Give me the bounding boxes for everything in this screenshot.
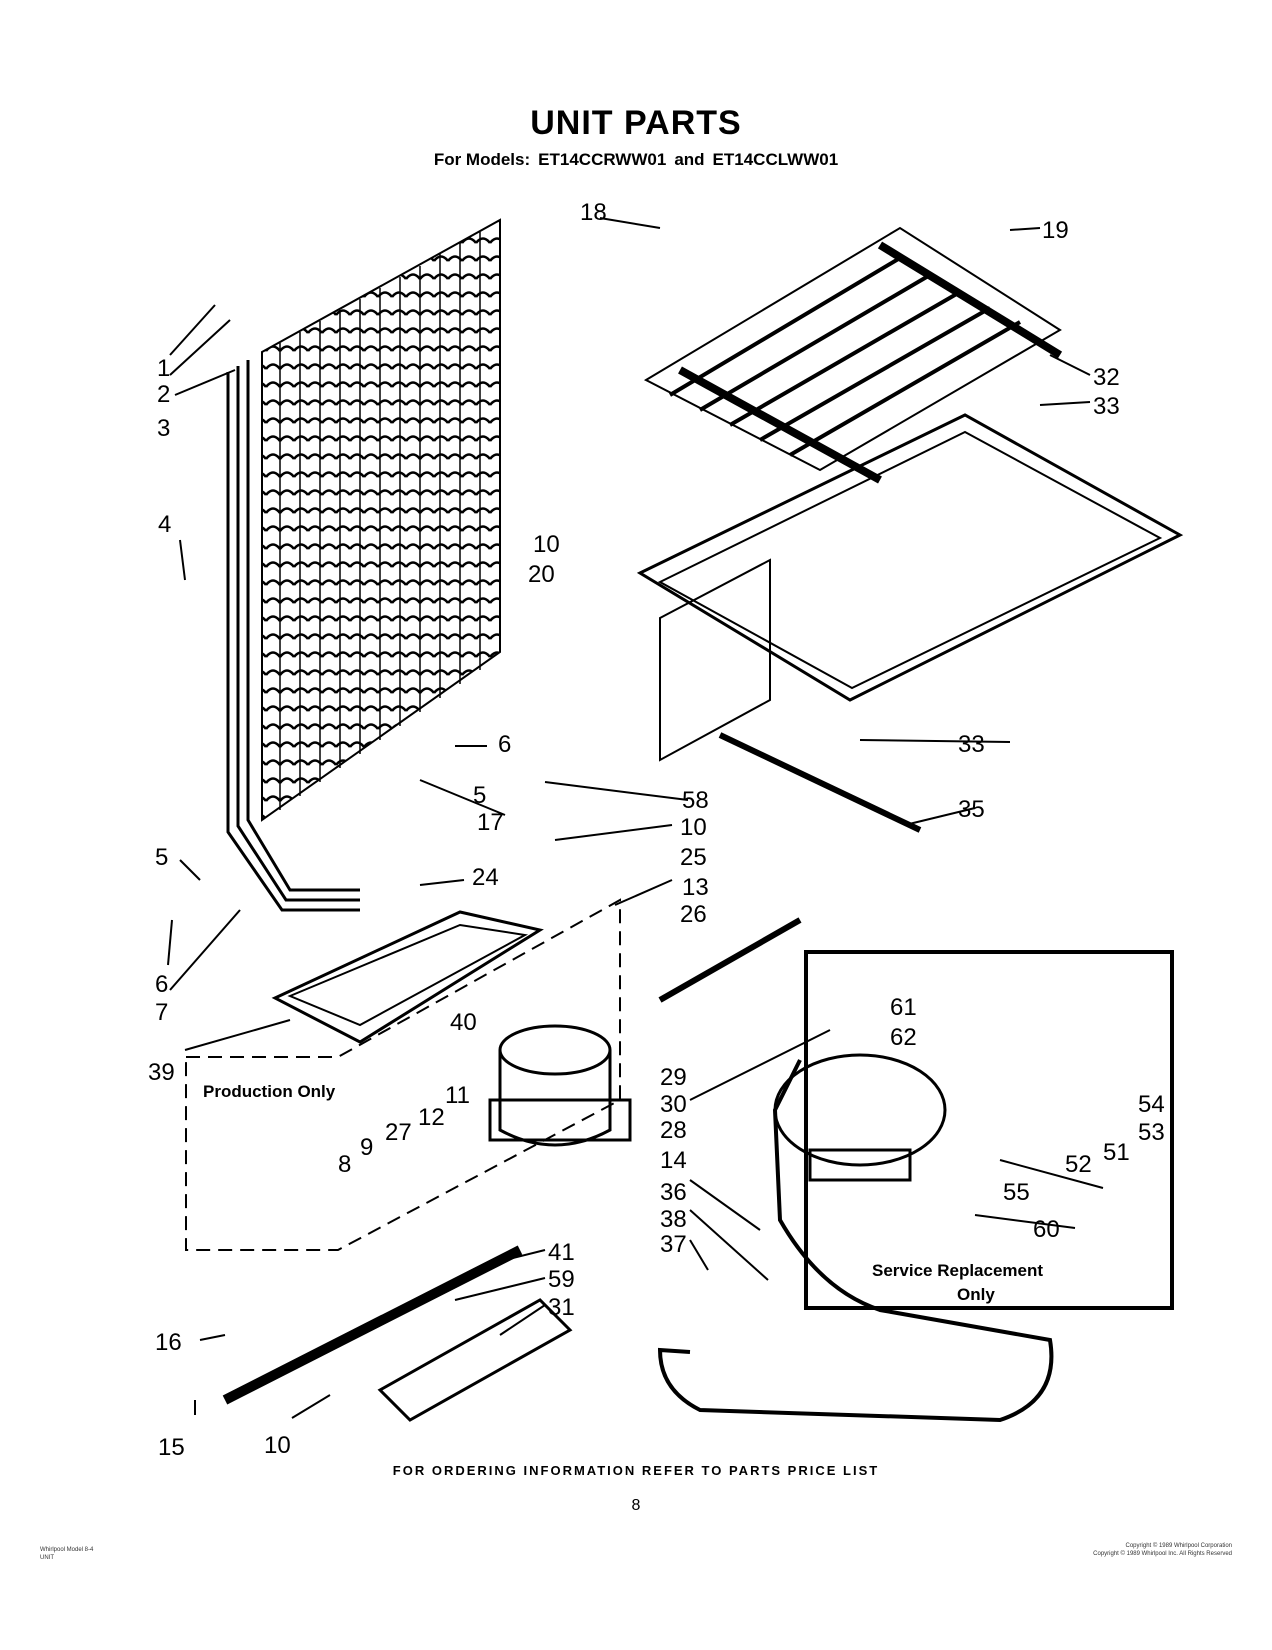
callout-11: 11	[445, 1082, 470, 1109]
callout-61: 61	[890, 994, 917, 1021]
fine-print-right-1: Copyright © 1989 Whirlpool Corporation	[1125, 1543, 1232, 1549]
callout-33b: 33	[958, 731, 985, 758]
callout-19: 19	[1042, 217, 1069, 244]
callout-51: 51	[1103, 1139, 1130, 1166]
evaporator-shelf	[643, 226, 1063, 484]
callout-36: 36	[660, 1179, 687, 1206]
callout-54: 54	[1138, 1091, 1165, 1118]
callout-5a: 5	[473, 782, 486, 809]
ordering-info-footer: FOR ORDERING INFORMATION REFER TO PARTS …	[392, 1463, 880, 1478]
callout-15: 15	[158, 1434, 185, 1461]
callout-60: 60	[1033, 1216, 1060, 1243]
callout-8: 8	[338, 1151, 351, 1178]
freezer-tray	[636, 413, 1184, 833]
callout-16: 16	[155, 1329, 182, 1356]
callout-10b: 10	[680, 814, 707, 841]
fine-print-right-2: Copyright © 1989 Whirlpool Inc. All Righ…	[1093, 1551, 1232, 1557]
compressor-production	[488, 1024, 632, 1147]
callout-27: 27	[385, 1119, 412, 1146]
callout-29: 29	[660, 1064, 687, 1091]
callout-18: 18	[580, 199, 607, 226]
service-replacement-label-2: Only	[957, 1285, 995, 1304]
callout-10a: 10	[533, 531, 560, 558]
models-join: and	[674, 150, 705, 169]
callout-9: 9	[360, 1134, 373, 1161]
callout-62: 62	[890, 1024, 917, 1051]
model-number-2: ET14CCLWW01	[712, 150, 839, 169]
callout-4: 4	[158, 511, 171, 538]
tubing	[657, 917, 1054, 1423]
callout-1: 1	[157, 355, 170, 382]
service-replacement-box: Service Replacement Only	[804, 950, 1174, 1310]
callout-20: 20	[528, 561, 555, 588]
callout-5b: 5	[155, 844, 168, 871]
callout-33a: 33	[1093, 393, 1120, 420]
callout-37: 37	[660, 1231, 687, 1258]
callout-30: 30	[660, 1091, 687, 1118]
callout-3: 3	[157, 415, 170, 442]
fine-print-left: Whirlpool Model 8-4 UNIT	[40, 1546, 93, 1562]
callout-28: 28	[660, 1117, 687, 1144]
drain-pan	[271, 910, 544, 1044]
condenser-coil	[226, 218, 501, 912]
callout-58: 58	[682, 787, 709, 814]
callout-39: 39	[148, 1059, 175, 1086]
callout-13: 13	[682, 874, 709, 901]
callout-25: 25	[680, 844, 707, 871]
callout-38: 38	[660, 1206, 687, 1233]
callout-6a: 6	[498, 731, 511, 758]
callout-26: 26	[680, 901, 707, 928]
models-prefix: For Models:	[433, 150, 531, 169]
models-subtitle: For Models: ET14CCRWW01 and ET14CCLWW01	[0, 150, 1272, 170]
fine-print-right: Copyright © 1989 Whirlpool Corporation C…	[1093, 1542, 1232, 1558]
callout-12: 12	[418, 1104, 445, 1131]
compressor-service	[773, 1053, 947, 1182]
callout-41: 41	[548, 1239, 575, 1266]
page-title: UNIT PARTS	[530, 104, 742, 142]
callout-52: 52	[1065, 1151, 1092, 1178]
callout-55: 55	[1003, 1179, 1030, 1206]
callout-6b: 6	[155, 971, 168, 998]
callout-53: 53	[1138, 1119, 1165, 1146]
base-plate	[222, 1245, 573, 1422]
model-number-1: ET14CCRWW01	[538, 150, 667, 169]
production-only-box: Production Only	[185, 898, 621, 1251]
condenser-wires	[279, 232, 481, 810]
production-only-label: Production Only	[203, 1082, 336, 1101]
callout-31: 31	[548, 1294, 575, 1321]
leader-lines	[167, 217, 1104, 1419]
callout-14: 14	[660, 1147, 687, 1174]
callout-24: 24	[472, 864, 499, 891]
fine-print-left-2: UNIT	[40, 1555, 54, 1561]
callout-40: 40	[450, 1009, 477, 1036]
fine-print-left-1: Whirlpool Model 8-4	[40, 1547, 94, 1553]
callout-2: 2	[157, 381, 170, 408]
callout-59: 59	[548, 1266, 575, 1293]
part-callouts: 1 2 3 4 5 5 6 6 7 8 9 10 10 10 11 12 13 …	[148, 199, 1165, 1461]
callout-7: 7	[155, 999, 168, 1026]
callout-35: 35	[958, 796, 985, 823]
page-number: 8	[631, 1497, 641, 1514]
callout-17: 17	[477, 809, 504, 836]
service-replacement-label-1: Service Replacement	[872, 1261, 1043, 1280]
callout-10c: 10	[264, 1432, 291, 1459]
callout-32: 32	[1093, 364, 1120, 391]
